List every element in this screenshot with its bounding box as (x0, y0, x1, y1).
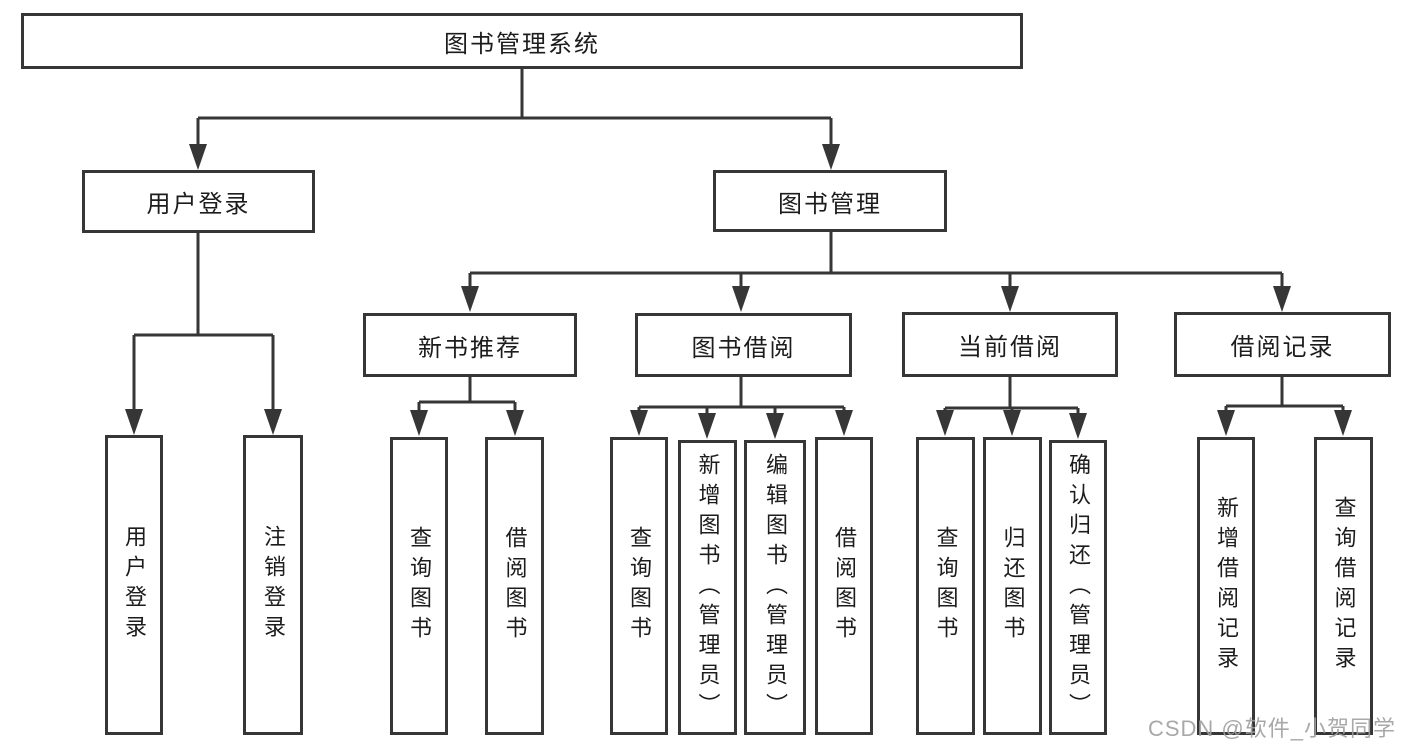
arrowhead-cb-query-books (936, 410, 954, 436)
connector-borrowing-records (1224, 377, 1345, 412)
arrowhead-user-login (189, 144, 207, 170)
arrowhead-br-query-record (1334, 410, 1352, 436)
node-current-borrowing: 当前借阅 (902, 312, 1118, 377)
arrowhead-bb-borrow-books (835, 410, 853, 436)
node-nb-borrow-books: 借阅图书 (485, 437, 544, 735)
arrowhead-user-login-leaf (125, 409, 143, 435)
arrowhead-cb-confirm-return (1069, 413, 1087, 439)
connector-book-borrowing (637, 377, 846, 414)
node-bb-edit-books-admin: 编辑图书（管理员） (744, 440, 806, 735)
node-br-add-borrow-record: 新增借阅记录 (1197, 437, 1255, 735)
arrowhead-br-add-record (1217, 410, 1235, 436)
arrowhead-nb-borrow-books (506, 410, 524, 436)
node-bb-borrow-books: 借阅图书 (815, 437, 873, 735)
connector-user-login (132, 233, 275, 413)
connector-book-management (468, 232, 1284, 290)
arrowhead-bb-query-books (630, 410, 648, 436)
node-bb-add-books-admin: 新增图书（管理员） (678, 440, 737, 735)
node-cb-query-books: 查询图书 (916, 437, 975, 735)
arrowhead-logout (264, 409, 282, 435)
node-bb-query-books: 查询图书 (610, 437, 668, 735)
node-logout: 注销登录 (243, 435, 303, 735)
node-borrowing-records: 借阅记录 (1174, 312, 1391, 377)
connector-root (196, 69, 833, 150)
arrowhead-book-borrowing (732, 286, 750, 312)
node-user-login-leaf: 用户登录 (105, 435, 163, 735)
connector-new-book-recommendation (417, 377, 517, 412)
node-cb-return-books: 归还图书 (983, 437, 1042, 735)
node-user-login: 用户登录 (82, 170, 315, 233)
arrowhead-current-borrowing (1001, 286, 1019, 312)
arrowhead-new-book-recommendation (461, 286, 479, 312)
node-root: 图书管理系统 (21, 13, 1023, 69)
node-book-management: 图书管理 (713, 170, 947, 232)
arrowhead-book-management (822, 144, 840, 170)
arrowhead-bb-add-books (698, 413, 716, 439)
arrowhead-nb-query-books (410, 410, 428, 436)
node-new-book-recommendation: 新书推荐 (363, 313, 577, 377)
arrowhead-borrowing-records (1273, 286, 1291, 312)
arrowhead-bb-edit-books (766, 413, 784, 439)
csdn-watermark: CSDN @软件_小贺同学 (1147, 716, 1396, 741)
arrowhead-cb-return-books (1003, 410, 1021, 436)
connector-current-borrowing (943, 377, 1080, 414)
node-cb-confirm-return-admin: 确认归还（管理员） (1049, 440, 1107, 735)
node-book-borrowing: 图书借阅 (635, 313, 852, 377)
node-br-query-borrow-record: 查询借阅记录 (1314, 437, 1373, 735)
node-nb-query-books: 查询图书 (390, 437, 448, 735)
